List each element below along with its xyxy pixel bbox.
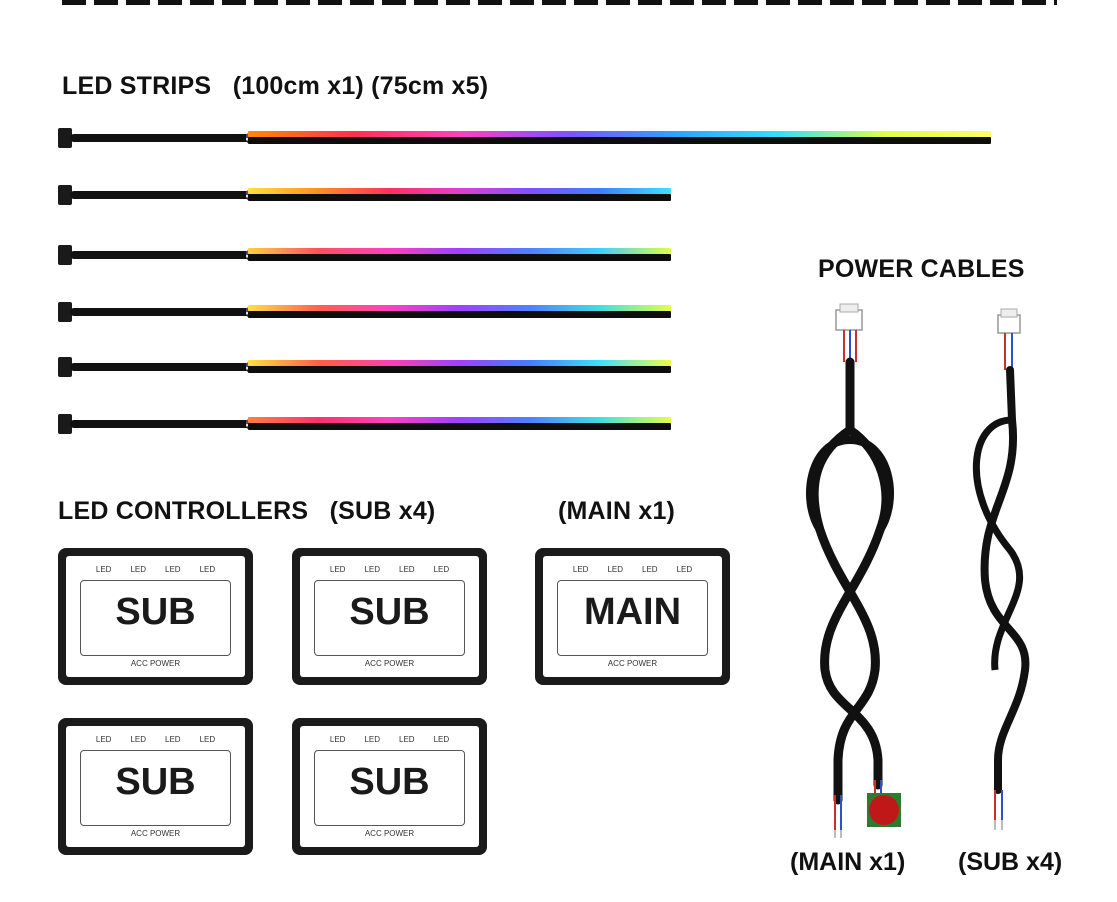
controller-panel: SUB xyxy=(314,750,465,826)
led-strip xyxy=(58,245,671,265)
controller-name: SUB xyxy=(349,761,430,803)
strip-base xyxy=(248,311,671,318)
led-port-label: LED xyxy=(130,565,146,574)
sub-controller: LED LED LED LED SUB ACC POWER xyxy=(58,548,253,685)
led-port-label: LED xyxy=(165,565,181,574)
led-strips-title: LED STRIPS xyxy=(62,72,212,100)
strip-plug-icon xyxy=(58,185,72,205)
power-cables-heading: POWER CABLES xyxy=(818,255,1025,283)
main-cable-icon xyxy=(806,357,894,838)
controller-name: SUB xyxy=(115,591,196,633)
led-controllers-title: LED CONTROLLERS xyxy=(58,497,309,525)
strip-plug-icon xyxy=(58,357,72,377)
led-port-labels: LED LED LED LED xyxy=(543,565,722,574)
controller-name: SUB xyxy=(115,761,196,803)
strip-base xyxy=(248,137,991,144)
strip-base xyxy=(248,254,671,261)
led-strip xyxy=(58,302,671,322)
controller-panel: SUB xyxy=(314,580,465,656)
strip-plug-icon xyxy=(58,128,72,148)
main-controller-qty: (MAIN x1) xyxy=(558,497,676,525)
led-port-label: LED xyxy=(676,565,693,574)
led-port-label: LED xyxy=(364,565,380,574)
strip-light xyxy=(248,131,991,137)
strip-cord xyxy=(70,251,250,259)
acc-power-label: ACC POWER xyxy=(364,659,415,668)
main-cable-caption: (MAIN x1) xyxy=(790,848,906,876)
acc-power-label: ACC POWER xyxy=(130,829,181,838)
sub-controllers-qty: (SUB x4) xyxy=(329,497,436,525)
led-strips-long-qty: (100cm x1) xyxy=(232,72,364,100)
led-port-label: LED xyxy=(399,735,415,744)
led-strip xyxy=(58,185,671,205)
led-port-label: LED xyxy=(95,735,112,744)
sub-controller: LED LED LED LED SUB ACC POWER xyxy=(58,718,253,855)
led-port-label: LED xyxy=(572,565,589,574)
power-cables-illustration xyxy=(806,303,1030,838)
led-strips-heading: LED STRIPS (100cm x1) (75cm x5) xyxy=(62,72,488,101)
controller-panel: SUB xyxy=(80,750,231,826)
led-port-label: LED xyxy=(642,565,658,574)
led-port-label: LED xyxy=(199,735,216,744)
led-strip xyxy=(58,128,991,148)
led-strip xyxy=(58,357,671,377)
sub-cable-connector-icon xyxy=(997,308,1021,370)
led-port-label: LED xyxy=(165,735,181,744)
acc-power-label: ACC POWER xyxy=(364,829,415,838)
led-port-label: LED xyxy=(199,565,216,574)
sub-cable-caption: (SUB x4) xyxy=(958,848,1063,876)
led-port-label: LED xyxy=(329,565,346,574)
strip-cord xyxy=(70,363,250,371)
main-cable-connector-icon xyxy=(835,303,863,362)
controller-panel: SUB xyxy=(80,580,231,656)
led-controllers-heading: LED CONTROLLERS (SUB x4) xyxy=(58,497,435,526)
strip-cord xyxy=(70,308,250,316)
led-port-labels: LED LED LED LED xyxy=(66,565,245,574)
controller-name: SUB xyxy=(349,591,430,633)
strip-plug-icon xyxy=(58,414,72,434)
led-port-label: LED xyxy=(364,735,380,744)
controller-name: MAIN xyxy=(583,591,682,633)
strip-light xyxy=(248,417,671,423)
strip-light xyxy=(248,360,671,366)
led-port-label: LED xyxy=(130,735,146,744)
strip-light xyxy=(248,248,671,254)
strip-cord xyxy=(70,420,250,428)
sub-controller: LED LED LED LED SUB ACC POWER xyxy=(292,548,487,685)
led-port-label: LED xyxy=(329,735,346,744)
led-port-label: LED xyxy=(607,565,623,574)
strip-base xyxy=(248,366,671,373)
led-port-label: LED xyxy=(433,565,450,574)
top-dashed-divider xyxy=(62,0,1057,5)
led-port-labels: LED LED LED LED xyxy=(66,735,245,744)
main-controller: LED LED LED LED MAIN ACC POWER xyxy=(535,548,730,685)
strip-base xyxy=(248,194,671,201)
acc-power-label: ACC POWER xyxy=(607,659,658,668)
strip-base xyxy=(248,423,671,430)
led-strips-short-qty: (75cm x5) xyxy=(371,72,489,100)
strip-light xyxy=(248,305,671,311)
led-port-labels: LED LED LED LED xyxy=(300,565,479,574)
sub-controller: LED LED LED LED SUB ACC POWER xyxy=(292,718,487,855)
led-port-labels: LED LED LED LED xyxy=(300,735,479,744)
strip-cord xyxy=(70,191,250,199)
strip-plug-icon xyxy=(58,302,72,322)
strip-light xyxy=(248,188,671,194)
sub-cable-icon xyxy=(973,366,1030,830)
controller-panel: MAIN xyxy=(557,580,708,656)
led-port-label: LED xyxy=(433,735,450,744)
main-cable-switch-icon xyxy=(867,793,901,827)
strip-cord xyxy=(70,134,250,142)
led-strip xyxy=(58,414,671,434)
led-port-label: LED xyxy=(95,565,112,574)
acc-power-label: ACC POWER xyxy=(130,659,181,668)
strip-plug-icon xyxy=(58,245,72,265)
led-port-label: LED xyxy=(399,565,415,574)
